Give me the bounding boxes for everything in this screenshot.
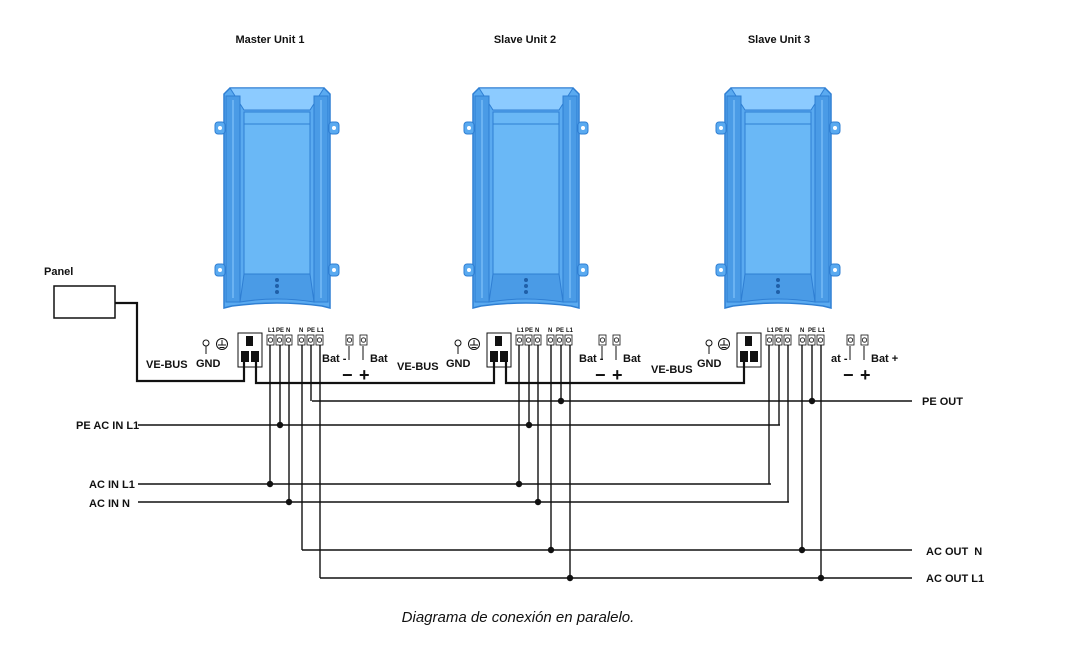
gnd-label: GND [446, 358, 471, 370]
unit-title: Master Unit 1 [235, 34, 304, 46]
ground-terminal: GND [697, 338, 730, 370]
svg-text:N: N [785, 328, 789, 334]
ac-wiring [138, 345, 912, 582]
unit-3: Slave Unit 3 GND L1 PE N N PE L1 [697, 34, 898, 385]
svg-text:N: N [548, 328, 552, 334]
minus-sign: − [342, 365, 353, 385]
diagram-caption: Diagrama de conexión en paralelo. [402, 609, 635, 626]
unit-1: Master Unit 1 GND L1 PE N N PE L1 [196, 34, 388, 385]
ground-terminal: GND [196, 338, 228, 370]
bat-neg-label: Bat - [579, 353, 604, 365]
svg-text:N: N [800, 328, 804, 334]
panel-label: Panel [44, 266, 73, 278]
svg-text:PE: PE [525, 328, 533, 334]
inverter-charger-unit [715, 87, 841, 309]
svg-text:N: N [535, 328, 539, 334]
plus-sign: + [860, 365, 871, 385]
panel: Panel [44, 266, 116, 319]
vebus-connector [736, 332, 762, 368]
plus-sign: + [359, 365, 370, 385]
svg-text:L1: L1 [566, 328, 574, 334]
ac-in-terminals: L1 PE N [515, 328, 542, 346]
ac-out-terminals: N PE L1 [798, 328, 826, 346]
ac-in-terminals: L1 PE N [266, 328, 293, 346]
gnd-label: GND [697, 358, 722, 370]
battery-terminals: at - Bat + − + [831, 334, 898, 385]
svg-text:PE: PE [556, 328, 564, 334]
vebus-wiring: VE-BUS VE-BUS VE-BUS [115, 301, 746, 385]
svg-text:N: N [299, 328, 303, 334]
ac-in-n-label: AC IN N [89, 498, 130, 510]
ac-out-n-label: AC OUT N [926, 546, 982, 558]
vebus-connector [237, 332, 263, 368]
pe-out-label: PE OUT [922, 396, 963, 408]
svg-text:PE: PE [307, 328, 315, 334]
vebus-label-1: VE-BUS [146, 359, 188, 371]
bat-neg-label: Bat - [322, 353, 347, 365]
svg-text:L1: L1 [818, 328, 826, 334]
panel-box [53, 285, 116, 319]
minus-sign: − [595, 365, 606, 385]
unit-title: Slave Unit 3 [748, 34, 810, 46]
svg-text:PE: PE [775, 328, 783, 334]
svg-text:L1: L1 [268, 328, 276, 334]
bat-neg-label: at - [831, 353, 848, 365]
inverter-charger-unit [214, 87, 340, 309]
pe-ac-in-l1-label: PE AC IN L1 [76, 420, 139, 432]
ac-out-terminals: N PE L1 [546, 328, 574, 346]
ac-out-terminals: N PE L1 [297, 328, 325, 346]
svg-text:L1: L1 [317, 328, 325, 334]
ground-terminal: GND [446, 338, 480, 370]
svg-text:L1: L1 [517, 328, 525, 334]
inverter-charger-unit [463, 87, 589, 309]
bat-pos-label: Bat + [871, 353, 898, 365]
vebus-label-3: VE-BUS [651, 364, 693, 376]
ac-in-terminals: L1 PE N [765, 328, 792, 346]
minus-sign: − [843, 365, 854, 385]
bat-pos-label: Bat [623, 353, 641, 365]
battery-terminals: Bat - Bat − + [579, 334, 641, 385]
vebus-connector [486, 332, 512, 368]
vebus-label-2: VE-BUS [397, 361, 439, 373]
ac-in-l1-label: AC IN L1 [89, 479, 135, 491]
plus-sign: + [612, 365, 623, 385]
bat-pos-label: Bat [370, 353, 388, 365]
ac-out-l1-label: AC OUT L1 [926, 573, 984, 585]
gnd-label: GND [196, 358, 221, 370]
svg-text:N: N [286, 328, 290, 334]
svg-text:L1: L1 [767, 328, 775, 334]
battery-terminals: Bat - Bat − + [322, 334, 388, 385]
svg-text:PE: PE [276, 328, 284, 334]
svg-text:PE: PE [808, 328, 816, 334]
unit-2: Slave Unit 2 GND L1 PE N N PE L1 [446, 34, 641, 385]
unit-title: Slave Unit 2 [494, 34, 556, 46]
